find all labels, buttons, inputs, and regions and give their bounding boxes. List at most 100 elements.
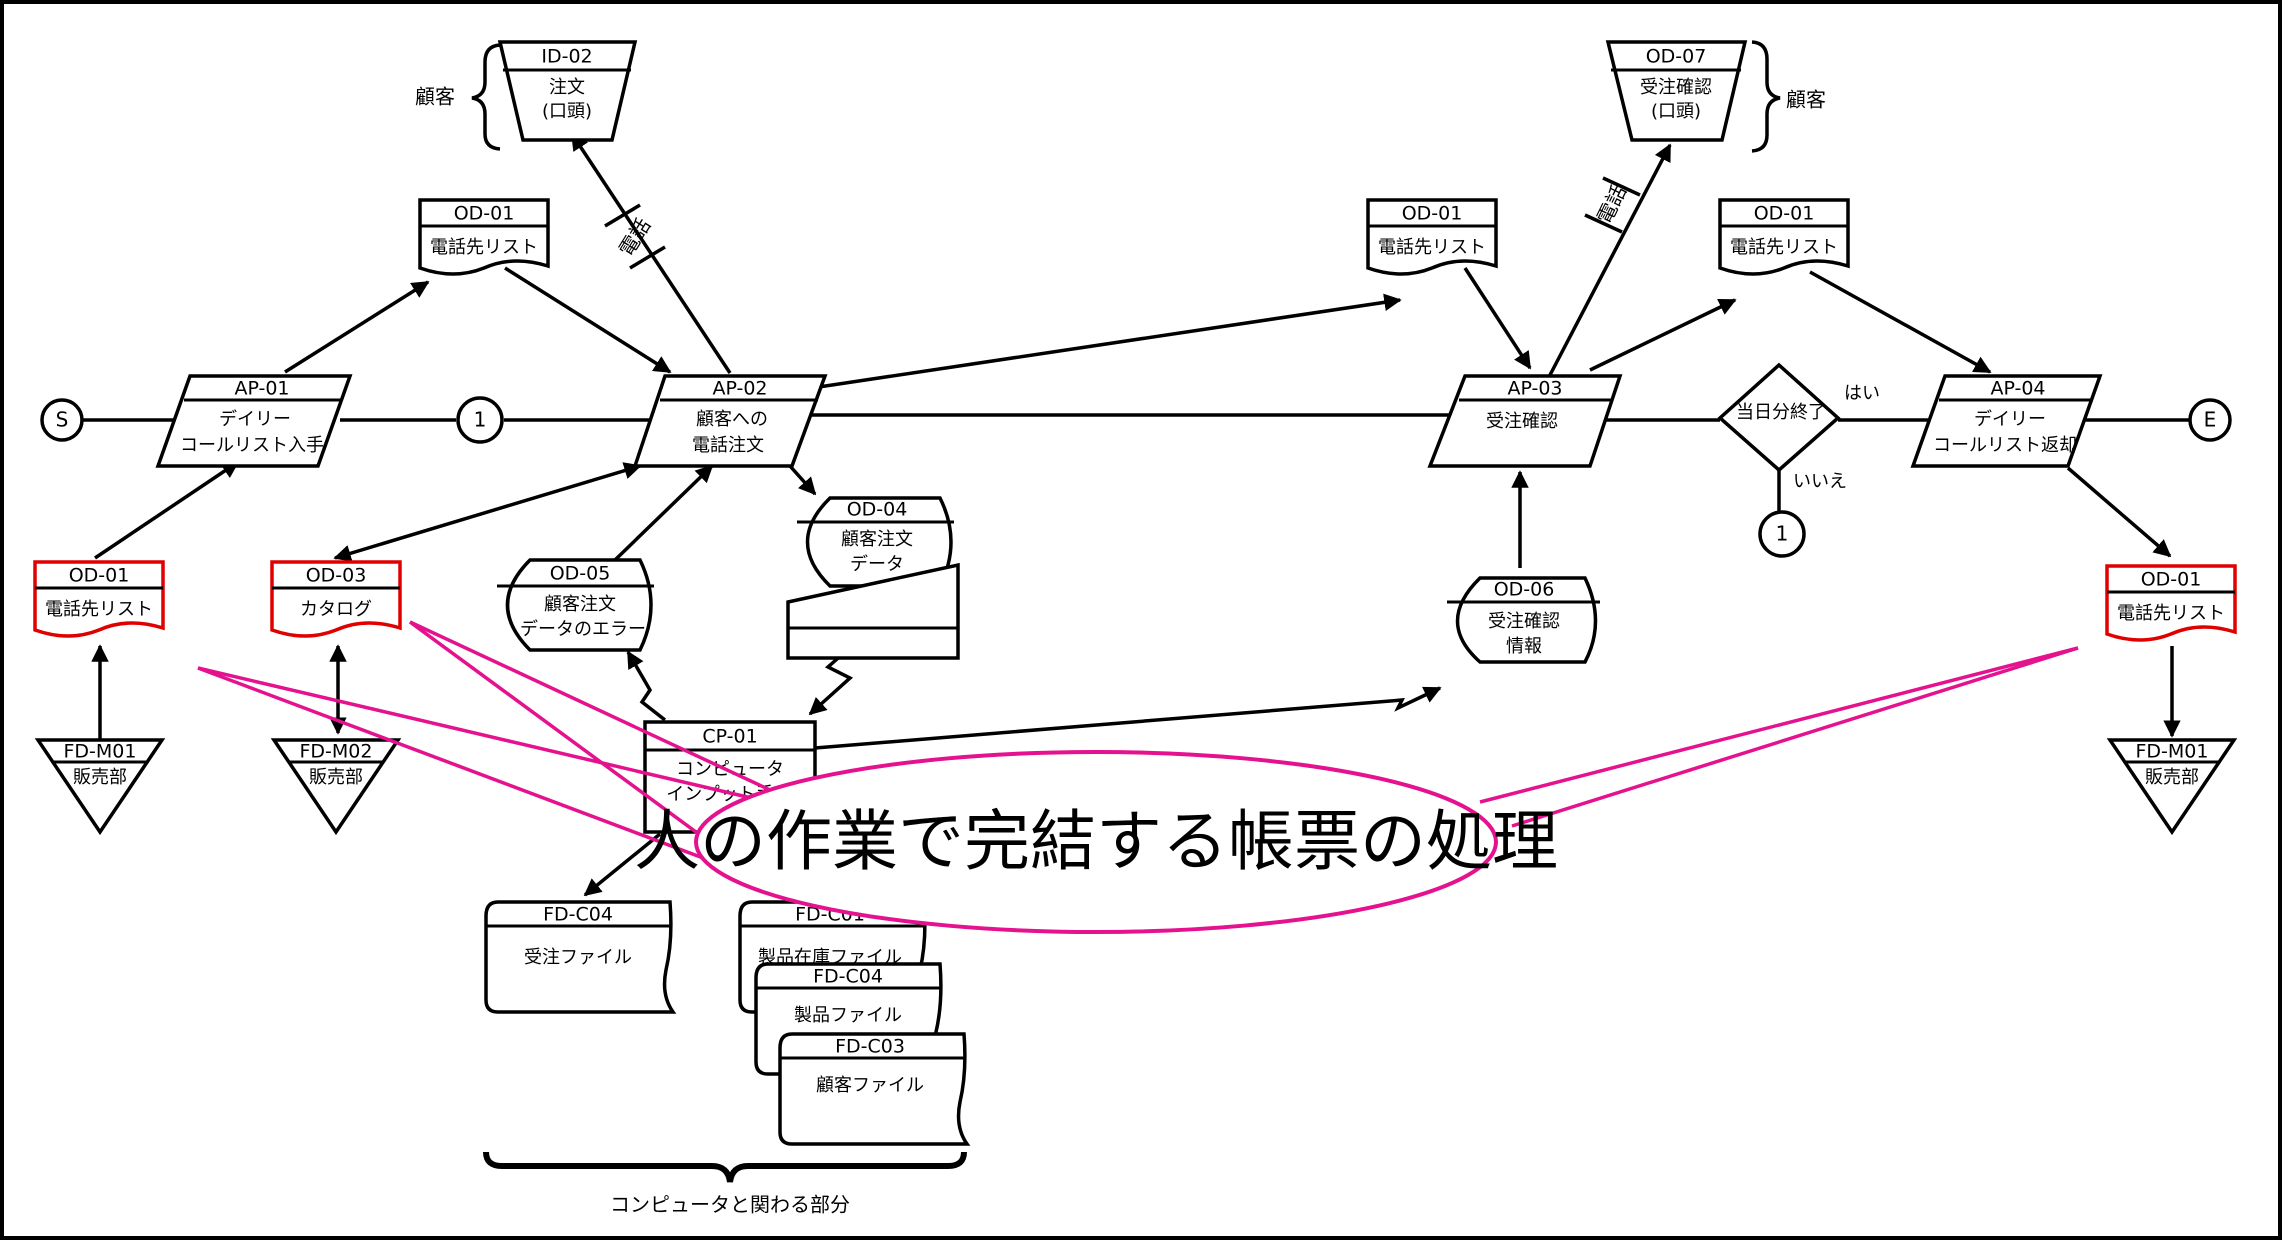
svg-text:OD-04: OD-04	[847, 499, 908, 521]
svg-text:(口頭): (口頭)	[1651, 101, 1701, 122]
svg-text:販売部: 販売部	[73, 767, 127, 788]
callout-text: 人の作業で完結する帳票の処理	[634, 803, 1558, 880]
arrow-ap02-od04	[788, 464, 817, 496]
svg-text:FD-M02: FD-M02	[300, 741, 373, 763]
callout: 人の作業で完結する帳票の処理	[197, 620, 2079, 934]
start-connector: S	[40, 398, 84, 442]
arrow-od03-ap02	[333, 462, 642, 562]
svg-text:FD-C04: FD-C04	[543, 904, 613, 926]
arrow-ap03-od01c	[1589, 298, 1737, 372]
manual-input-od07: OD-07 受注確認 (口頭) 顧客	[1605, 40, 1826, 153]
svg-text:当日分終了: 当日分終了	[1736, 402, 1826, 423]
process-ap01: AP-01 デイリー コールリスト入手	[155, 374, 353, 468]
arrow-ap04-od01	[2066, 466, 2172, 558]
arrow-ap01-od01	[284, 280, 430, 374]
connector-1-main: 1	[456, 396, 504, 444]
svg-text:OD-01: OD-01	[454, 203, 515, 225]
process-ap04: AP-04 デイリー コールリスト返却	[1910, 374, 2103, 468]
svg-text:AP-02: AP-02	[712, 378, 767, 400]
document-od01-right-highlight: OD-01 電話先リスト	[2105, 564, 2237, 642]
svg-text:OD-07: OD-07	[1646, 46, 1707, 68]
brace-right-customer	[1751, 40, 1781, 153]
decision-no-label: いいえ	[1793, 471, 1847, 492]
svg-text:販売部: 販売部	[309, 767, 363, 788]
phone-tick-top-right	[1584, 213, 1623, 234]
process-ap02: AP-02 顧客への 電話注文	[632, 374, 828, 468]
file-fdm02: FD-M02 販売部	[270, 738, 402, 836]
arrow-od01-ap02	[504, 266, 672, 374]
arrow-cp01-od06	[814, 686, 1442, 750]
connection-lines	[82, 132, 2190, 897]
file-fdc03-customers: FD-C03 顧客ファイル	[778, 1032, 971, 1146]
manual-input-id02: ID-02 注文 (口頭) 顧客	[415, 40, 638, 151]
phone-tick-bottom-right	[1602, 176, 1641, 197]
svg-text:受注確認: 受注確認	[1640, 77, 1712, 98]
svg-text:E: E	[2204, 408, 2217, 432]
arrow-cp01-fdc04	[583, 832, 662, 897]
svg-text:コールリスト入手: コールリスト入手	[180, 435, 324, 456]
svg-text:コールリスト返却: コールリスト返却	[1933, 435, 2077, 456]
callout-bubble	[694, 750, 1498, 934]
svg-text:データ: データ	[850, 554, 904, 575]
svg-text:1: 1	[474, 408, 487, 432]
svg-text:顧客注文: 顧客注文	[841, 529, 913, 550]
svg-text:電話注文: 電話注文	[692, 435, 764, 456]
svg-text:OD-01: OD-01	[1402, 203, 1463, 225]
phone-tick-bottom-left	[629, 245, 666, 270]
customer-label-left: 顧客	[415, 85, 455, 109]
svg-text:データのエラー: データのエラー	[520, 619, 646, 640]
arrow-od05-ap02	[613, 464, 714, 562]
svg-text:OD-06: OD-06	[1494, 579, 1555, 601]
arrow-od01-ap01	[94, 460, 240, 560]
document-od03-highlight: OD-03 カタログ	[270, 560, 402, 638]
svg-text:OD-05: OD-05	[550, 563, 611, 585]
svg-text:電話先リスト: 電話先リスト	[2117, 603, 2225, 624]
arrow-cp01-od05	[626, 650, 667, 722]
svg-text:ID-02: ID-02	[541, 46, 592, 68]
customer-label-right: 顧客	[1786, 88, 1826, 112]
process-ap03: AP-03 受注確認	[1427, 374, 1623, 468]
arrow-od01c-ap04	[1809, 270, 1992, 374]
svg-text:AP-01: AP-01	[234, 378, 289, 400]
phone-tick-top-left	[604, 203, 641, 228]
svg-text:電話先リスト: 電話先リスト	[45, 599, 153, 620]
file-fdm01-left: FD-M01 販売部	[34, 738, 166, 836]
svg-text:受注ファイル: 受注ファイル	[524, 947, 632, 968]
document-od01-top-left: OD-01 電話先リスト	[418, 198, 550, 276]
arrow-od04-cp01	[808, 650, 854, 716]
end-connector: E	[2188, 398, 2232, 442]
svg-text:AP-03: AP-03	[1507, 378, 1562, 400]
svg-text:カタログ: カタログ	[300, 599, 372, 620]
file-fdm01-right: FD-M01 販売部	[2106, 738, 2238, 836]
svg-text:OD-03: OD-03	[306, 565, 367, 587]
svg-text:FD-M01: FD-M01	[64, 741, 137, 763]
svg-text:デイリー: デイリー	[1974, 409, 2046, 430]
display-od06: OD-06 受注確認 情報	[1447, 576, 1600, 664]
display-od05: OD-05 顧客注文 データのエラー	[497, 558, 654, 652]
document-od01-top-middle: OD-01 電話先リスト	[1366, 198, 1498, 276]
decision-yes-label: はい	[1844, 383, 1880, 404]
svg-text:注文: 注文	[549, 77, 585, 98]
arrow-od01b-ap03	[1463, 267, 1532, 370]
svg-text:受注確認: 受注確認	[1488, 611, 1560, 632]
arrow-ap02-od01b	[811, 293, 1402, 390]
svg-text:FD-M01: FD-M01	[2136, 741, 2209, 763]
display-od04: OD-04 顧客注文 データ	[786, 496, 960, 660]
arrow-ap03-od07	[1548, 143, 1672, 376]
document-od01-left-highlight: OD-01 電話先リスト	[33, 560, 165, 638]
svg-text:顧客ファイル: 顧客ファイル	[816, 1075, 924, 1096]
svg-text:デイリー: デイリー	[219, 409, 291, 430]
svg-text:電話先リスト: 電話先リスト	[430, 237, 538, 258]
svg-text:AP-04: AP-04	[1990, 378, 2045, 400]
svg-text:販売部: 販売部	[2145, 767, 2199, 788]
svg-text:OD-01: OD-01	[1754, 203, 1815, 225]
svg-text:FD-C04: FD-C04	[813, 966, 883, 988]
svg-text:受注確認: 受注確認	[1486, 411, 1558, 432]
connector-1-loop: 1	[1758, 510, 1806, 558]
keyboard-input-od04	[786, 562, 960, 660]
svg-text:顧客への: 顧客への	[696, 409, 768, 430]
brace-left-customer	[471, 43, 501, 151]
svg-text:OD-01: OD-01	[69, 565, 130, 587]
